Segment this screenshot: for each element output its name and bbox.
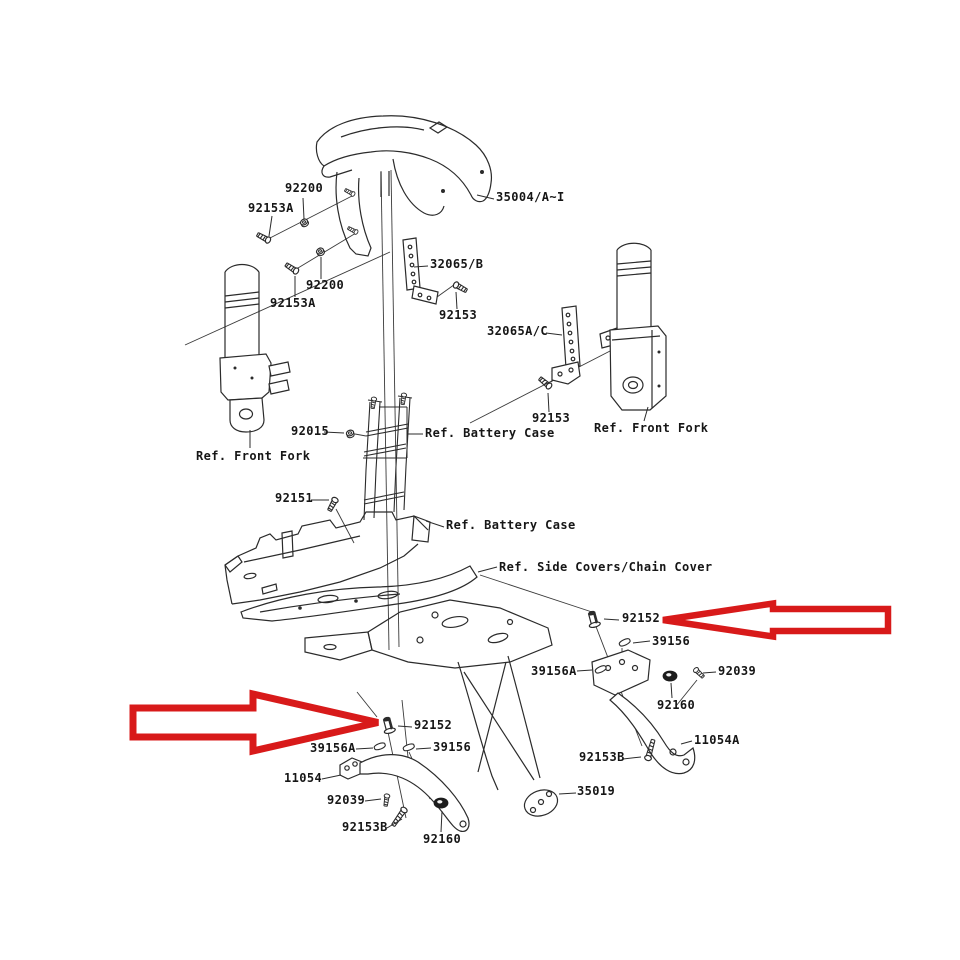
- part-label-92039-left: 92039: [327, 793, 366, 807]
- front-fender-drawing: [315, 115, 493, 257]
- right-front-fork-drawing: [599, 242, 667, 411]
- part-label-35019: 35019: [577, 784, 616, 798]
- fender-bolt-1-glyph: [343, 187, 357, 198]
- part-label-92015: 92015: [291, 424, 330, 438]
- bracket-32065ac-drawing: [551, 305, 581, 385]
- screw-92153-1-glyph: [451, 280, 469, 295]
- bolt-92152-left-glyph: [380, 715, 397, 736]
- part-label-92200-mid: 92200: [306, 278, 345, 292]
- part-label-39156a-right: 39156A: [531, 664, 577, 678]
- part-label-92200-top: 92200: [285, 181, 324, 195]
- ref-label-battery-case-mid: Ref. Battery Case: [446, 518, 576, 532]
- screw-92153a-2-glyph: [283, 261, 301, 276]
- washer-39156-left-glyph: [401, 742, 416, 753]
- ref-label-side-covers: Ref. Side Covers/Chain Cover: [499, 560, 713, 574]
- part-label-92153b-left: 92153B: [342, 820, 388, 834]
- battery-carrier-drawing: [363, 395, 413, 521]
- part-label-32065ac: 32065A/C: [487, 324, 548, 338]
- bolt-92152-right-glyph: [585, 609, 602, 630]
- ref-label-front-fork-left: Ref. Front Fork: [196, 449, 311, 463]
- part-label-92153a-top: 92153A: [248, 201, 294, 215]
- part-label-32065b: 32065/B: [430, 257, 484, 271]
- screw-92151-glyph: [325, 495, 340, 513]
- part-label-92153-mid: 92153: [532, 411, 571, 425]
- ref-label-front-fork-right: Ref. Front Fork: [594, 421, 709, 435]
- part-label-39156a-left: 39156A: [310, 741, 356, 755]
- stay-11054-drawing: [339, 754, 470, 832]
- part-label-11054: 11054: [284, 771, 323, 785]
- part-label-92151: 92151: [275, 491, 314, 505]
- damper-92160-right-glyph: [662, 670, 678, 682]
- leader-lines: [249, 194, 717, 833]
- carrier-screw-2-glyph: [399, 392, 408, 406]
- bolt-92039-left-glyph: [382, 793, 391, 808]
- ref-label-battery-case-top: Ref. Battery Case: [425, 426, 555, 440]
- screw-92153-2-glyph: [537, 375, 554, 391]
- bracket-32065b-drawing: [402, 237, 439, 305]
- stay-11054a-drawing: [591, 649, 696, 775]
- nut-92200-2-glyph: [314, 246, 327, 258]
- highlight-arrow-left: [129, 689, 379, 756]
- license-bracket-35019-drawing: [457, 655, 559, 817]
- part-label-39156-right: 39156: [652, 634, 691, 648]
- washer-39156-right-glyph: [617, 636, 632, 648]
- part-label-92152-left: 92152: [414, 718, 453, 732]
- part-label-92153-top: 92153: [439, 308, 478, 322]
- part-label-92160-right: 92160: [657, 698, 696, 712]
- nut-92200-1-glyph: [298, 217, 311, 229]
- washer-39156a-left-glyph: [372, 741, 387, 752]
- highlight-arrow-right: [662, 599, 892, 641]
- fender-bolt-2-glyph: [346, 225, 360, 236]
- part-label-92039-right: 92039: [718, 664, 757, 678]
- part-label-92152-right: 92152: [622, 611, 661, 625]
- carrier-screw-1-glyph: [369, 396, 378, 410]
- nut-92015-glyph: [344, 428, 356, 440]
- left-front-fork-drawing: [219, 263, 291, 433]
- rear-fender-platform-drawing: [304, 599, 553, 669]
- part-label-92153a-mid: 92153A: [270, 296, 316, 310]
- part-label-39156-left: 39156: [433, 740, 472, 754]
- battery-case-drawing: [224, 511, 431, 605]
- part-label-92153b-right: 92153B: [579, 750, 625, 764]
- part-label-35004: 35004/A~I: [496, 190, 565, 204]
- part-label-11054a: 11054A: [694, 733, 740, 747]
- part-label-92160-left: 92160: [423, 832, 462, 846]
- side-cover-drawing: [240, 565, 478, 622]
- damper-92160-left-glyph: [433, 797, 449, 809]
